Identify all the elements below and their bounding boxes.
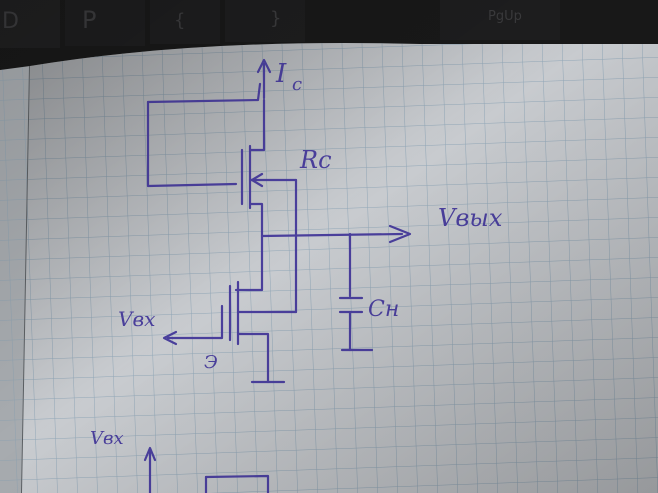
lighting-overlay: [0, 0, 658, 493]
notebook-photo: D P { } PgUp: [0, 0, 658, 493]
